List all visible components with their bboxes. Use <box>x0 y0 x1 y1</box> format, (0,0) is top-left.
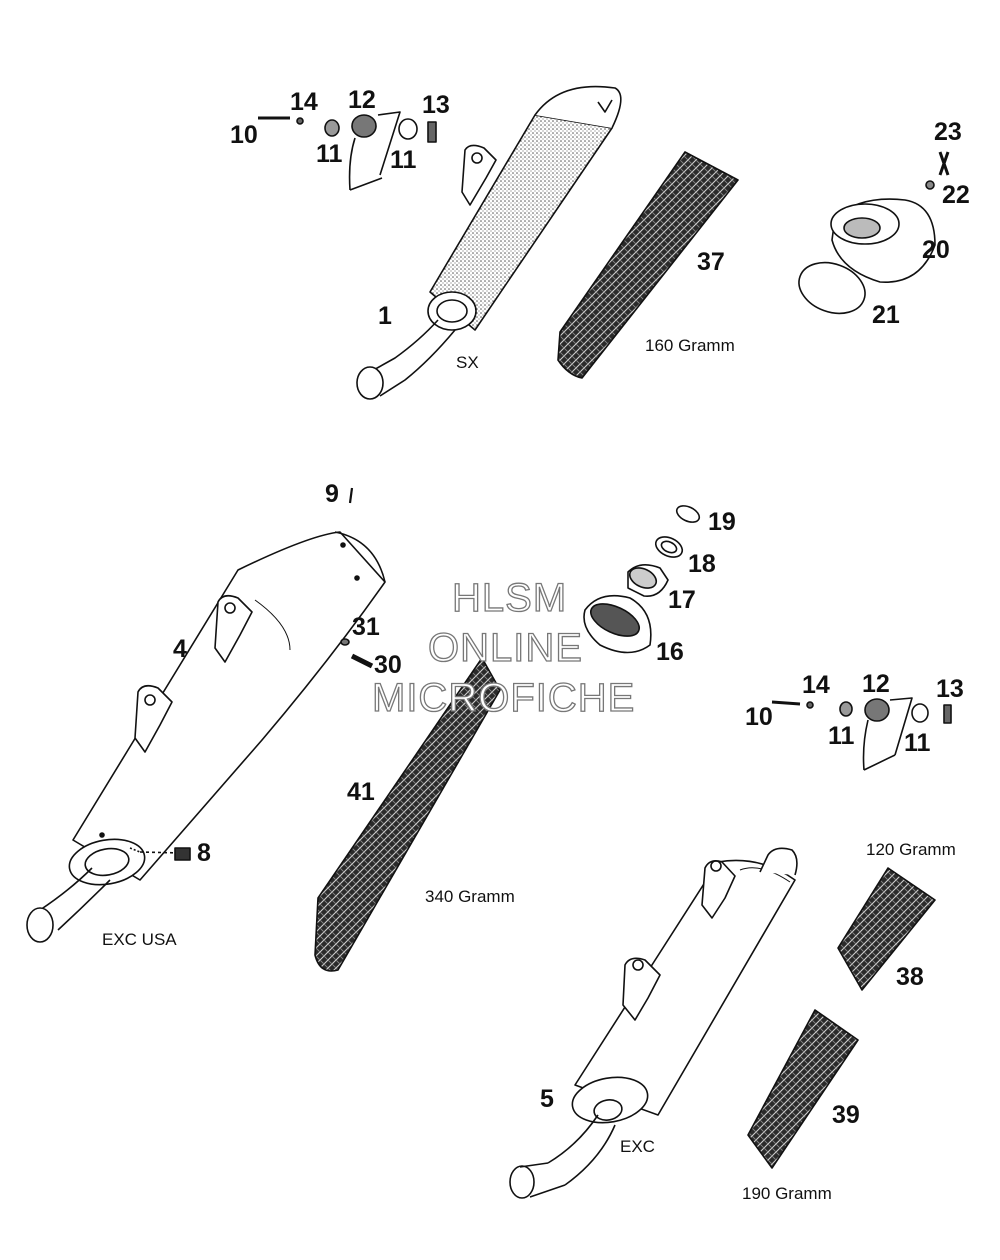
silencer-exc-usa <box>26 531 386 943</box>
mount-hardware-exc <box>771 697 952 771</box>
caption-190-gramm: 190 Gramm <box>742 1184 832 1203</box>
caption-sx: SX <box>456 353 479 372</box>
part-label-38: 38 <box>896 963 924 991</box>
mount-hardware-sx <box>258 111 437 191</box>
part-label-11-top-b: 11 <box>390 146 417 174</box>
part-label-14-right: 14 <box>802 671 830 699</box>
part-label-10-top: 10 <box>230 121 258 149</box>
part-label-11-right-b: 11 <box>904 729 931 757</box>
watermark-line-2: ONLINE <box>427 626 583 670</box>
part-label-18: 18 <box>688 550 716 578</box>
part-label-10-right: 10 <box>745 703 773 731</box>
packing-120g <box>837 867 936 991</box>
part-label-19: 19 <box>708 508 736 536</box>
watermark-line-1: HLSM <box>451 576 568 620</box>
end-cap-assembly <box>583 505 701 654</box>
part-label-17: 17 <box>668 586 696 614</box>
part-label-30: 30 <box>374 651 402 679</box>
silencer-exc <box>509 847 798 1199</box>
part-label-5: 5 <box>540 1085 554 1113</box>
part-label-23: 23 <box>934 118 962 146</box>
caption-120-gramm: 120 Gramm <box>866 840 956 859</box>
part-label-22: 22 <box>942 181 970 209</box>
caption-160-gramm: 160 Gramm <box>645 336 735 355</box>
part-label-39: 39 <box>832 1101 860 1129</box>
packing-exc-usa <box>314 657 501 972</box>
part-label-20: 20 <box>922 236 950 264</box>
part-label-12-top: 12 <box>348 86 376 114</box>
part-label-41: 41 <box>347 778 375 806</box>
part-label-12-right: 12 <box>862 670 890 698</box>
part-label-13-top: 13 <box>422 91 450 119</box>
part-31-washer <box>340 638 350 646</box>
part-label-11-right-a: 11 <box>828 722 855 750</box>
part-label-31: 31 <box>352 613 380 641</box>
part-label-13-right: 13 <box>936 675 964 703</box>
watermark-line-3: MICROFICHE <box>371 676 636 720</box>
silencer-sx <box>356 85 622 400</box>
part-label-1: 1 <box>378 302 392 330</box>
end-cap-sx <box>798 151 950 315</box>
part-label-4: 4 <box>173 635 187 663</box>
part-label-21: 21 <box>872 301 900 329</box>
packing-190g <box>747 1009 859 1169</box>
part-label-9: 9 <box>325 480 339 508</box>
part-30-screw <box>350 653 374 669</box>
packing-sx <box>557 151 739 379</box>
part-label-8: 8 <box>197 839 211 867</box>
part-label-11-top-a: 11 <box>316 140 343 168</box>
caption-exc: EXC <box>620 1137 655 1156</box>
caption-exc-usa: EXC USA <box>102 930 177 949</box>
part-label-16: 16 <box>656 638 684 666</box>
part-label-14-top: 14 <box>290 88 318 116</box>
part-9-rivet <box>348 487 354 504</box>
caption-340-gramm: 340 Gramm <box>425 887 515 906</box>
part-label-37: 37 <box>697 248 725 276</box>
